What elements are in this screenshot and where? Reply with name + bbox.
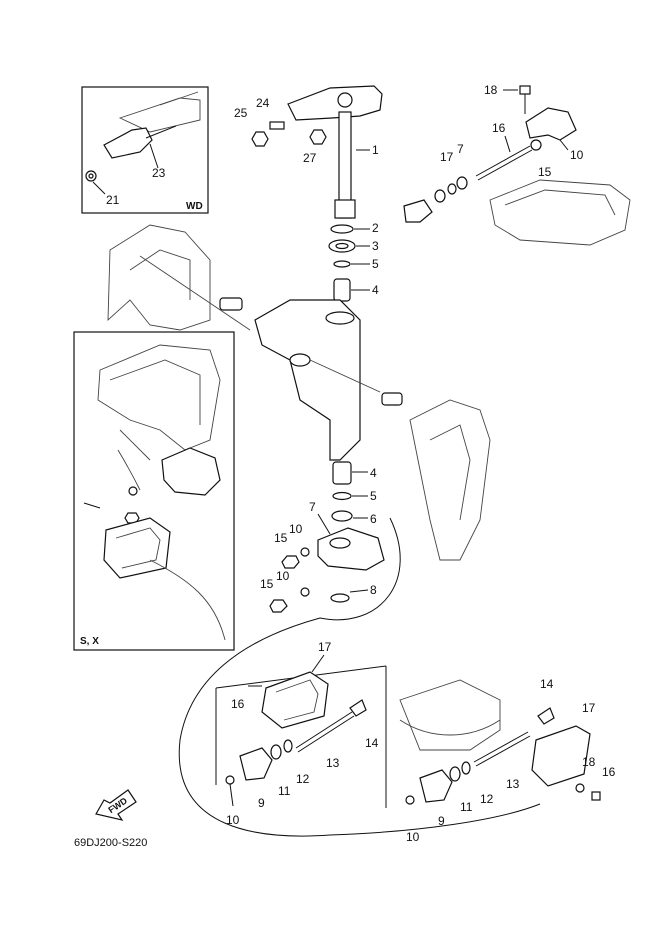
callout-29: 18: [484, 83, 498, 97]
mount-group-right: 14 17 18 16 13 12 11 9 10: [385, 666, 616, 844]
mount-group-left: 17 16 14 13 12 11 9 10: [215, 640, 387, 827]
callout-2: 2: [372, 221, 379, 235]
callout-14: 14: [365, 736, 379, 750]
bushing-4b: [332, 461, 352, 485]
callout-27: 15: [538, 165, 552, 179]
tilt-lock-assembly: 18 10 16 15 7 17: [403, 83, 631, 246]
diagram-code: 69DJ200-S220: [74, 837, 147, 849]
callout-10b: 10: [276, 569, 290, 583]
oring-5b: [332, 491, 352, 501]
callout-17: 17: [318, 640, 332, 654]
callout-26: 27: [303, 151, 317, 165]
callout-11: 11: [278, 784, 291, 798]
callout-11r: 11: [460, 800, 473, 814]
callout-5a: 5: [372, 257, 379, 271]
callout-28: 10: [570, 148, 584, 162]
mount-9r: [419, 769, 453, 803]
callout-15a: 15: [274, 531, 288, 545]
callout-18r: 18: [582, 755, 596, 769]
callout-22: 16: [492, 121, 506, 135]
plate-17r: [531, 725, 591, 787]
callout-31: 25: [234, 106, 248, 120]
callout-20: 21: [106, 193, 120, 207]
clamp-bracket-right: [409, 399, 491, 561]
sx-bracket-7: [161, 447, 221, 496]
callout-17r: 17: [582, 701, 596, 715]
bracket-19: [103, 127, 153, 159]
callout-19: 23: [152, 166, 166, 180]
callout-3: 3: [372, 239, 379, 253]
inset-sx-label: S, X: [80, 636, 99, 647]
fwd-arrow: FWD: [95, 789, 137, 821]
callout-13: 13: [326, 756, 340, 770]
washer-2: [330, 224, 354, 234]
callout-12r: 12: [480, 792, 494, 806]
cap-14r: [537, 707, 555, 725]
callout-9: 9: [258, 796, 265, 810]
callout-8: 8: [370, 583, 377, 597]
clamp-bracket-left: [107, 224, 211, 331]
steering-bracket-7: 7 8 10 10 15 15: [260, 500, 385, 613]
callout-13r: 13: [506, 777, 520, 791]
top-bolts: 25 24 27: [234, 96, 327, 165]
lower-bushings: 4 5 6: [331, 461, 377, 526]
leader-curve: [178, 517, 541, 837]
callout-5b: 5: [370, 489, 377, 503]
inset-sx: S, X: [73, 331, 235, 651]
washer-6: [331, 510, 353, 522]
steering-arm: [287, 85, 383, 121]
callout-10a: 10: [289, 522, 303, 536]
callout-25: 7: [457, 142, 464, 156]
sx-plate-17: [103, 517, 171, 579]
washer-11: [270, 744, 282, 760]
bushing-4a: [333, 278, 351, 302]
inset-wd-label: WD: [186, 201, 203, 212]
callout-15b: 15: [260, 577, 274, 591]
callout-24: 17: [440, 150, 454, 164]
inset-wd: 23 21 WD: [81, 86, 209, 214]
callout-30: 24: [256, 96, 270, 110]
callout-6: 6: [370, 512, 377, 526]
callout-1: 1: [372, 143, 379, 157]
callout-10c: 10: [226, 813, 240, 827]
callout-12: 12: [296, 772, 310, 786]
callout-9r: 9: [438, 814, 445, 828]
callout-16: 16: [231, 697, 245, 711]
cap-14: [349, 699, 367, 717]
mount-9: [239, 747, 273, 781]
plate-17: [261, 671, 329, 729]
bolt-29: [519, 85, 531, 95]
callout-4a: 4: [372, 283, 379, 297]
steering-shaft-assembly: 1 2 3 5 4: [287, 85, 383, 302]
callout-16r: 16: [602, 765, 616, 779]
lever-28: [525, 107, 577, 141]
callout-14r: 14: [540, 677, 554, 691]
oring-5a: [333, 260, 351, 268]
washer-12: [283, 739, 293, 753]
callout-10r: 10: [406, 830, 420, 844]
callout-7: 7: [309, 500, 316, 514]
knob-21: [403, 199, 433, 223]
clip-8: [330, 593, 350, 603]
callout-4b: 4: [370, 466, 377, 480]
swivel-bracket: [139, 255, 403, 461]
